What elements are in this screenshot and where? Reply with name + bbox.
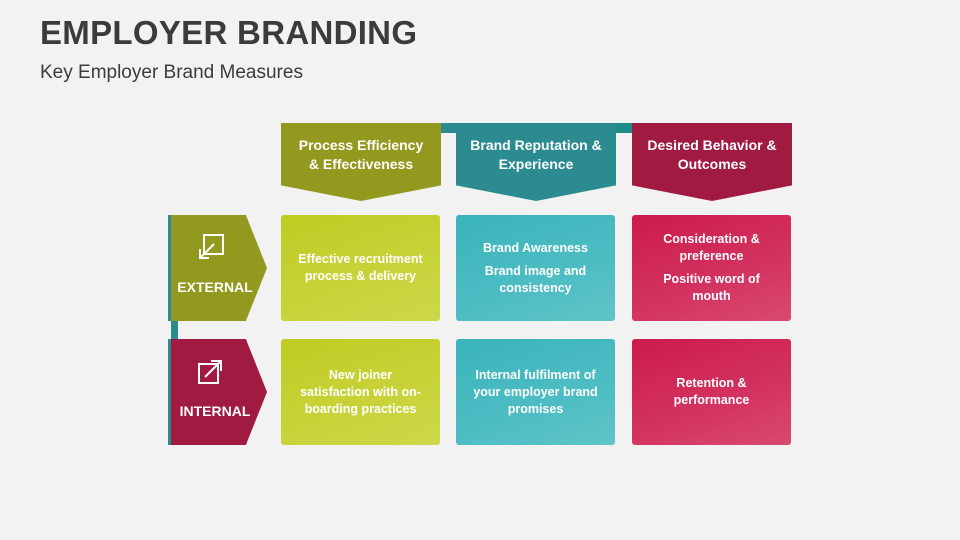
arrow-in-corner-icon bbox=[199, 234, 224, 259]
row-label-text: EXTERNAL bbox=[177, 279, 253, 295]
row-label-internal: INTERNAL bbox=[171, 339, 267, 445]
header-connector-2 bbox=[615, 123, 632, 133]
cell-text: Brand Awareness bbox=[483, 240, 588, 255]
cell-external-outcomes: Consideration & preference Positive word… bbox=[632, 215, 791, 321]
cell-text: Retention & performance bbox=[673, 376, 750, 407]
cell-text: Consideration & preference bbox=[663, 232, 760, 263]
cell-text: New joiner satisfaction with on-boarding… bbox=[300, 367, 421, 416]
column-header-label: Process Efficiency & Effectiveness bbox=[298, 137, 424, 172]
column-header-label: Brand Reputation & Experience bbox=[470, 137, 602, 172]
row-bar-internal bbox=[168, 339, 172, 445]
column-header-label: Desired Behavior & Outcomes bbox=[647, 137, 777, 172]
column-header-outcomes: Desired Behavior & Outcomes bbox=[632, 123, 792, 201]
column-header-reputation: Brand Reputation & Experience bbox=[456, 123, 616, 201]
cell-text: Positive word of mouth bbox=[663, 272, 760, 303]
cell-external-process: Effective recruitment process & delivery bbox=[281, 215, 440, 321]
page-title: EMPLOYER BRANDING bbox=[40, 14, 418, 51]
header-connector-1 bbox=[439, 123, 456, 133]
cell-internal-outcomes: Retention & performance bbox=[632, 339, 791, 445]
cell-text: Effective recruitment process & delivery bbox=[298, 252, 423, 283]
row-bar-external bbox=[168, 215, 172, 321]
cell-external-reputation: Brand Awareness Brand image and consiste… bbox=[456, 215, 615, 321]
arrow-out-corner-icon bbox=[198, 360, 222, 384]
cell-text: Internal fulfilment of your employer bra… bbox=[473, 367, 598, 416]
row-label-text: INTERNAL bbox=[179, 403, 251, 419]
row-bar-gap bbox=[171, 321, 178, 339]
cell-text: Brand image and consistency bbox=[484, 263, 587, 295]
row-label-external: EXTERNAL bbox=[171, 215, 267, 321]
cell-internal-reputation: Internal fulfilment of your employer bra… bbox=[456, 339, 615, 445]
cell-internal-process: New joiner satisfaction with on-boarding… bbox=[281, 339, 440, 445]
page-subtitle: Key Employer Brand Measures bbox=[40, 62, 303, 83]
column-header-process: Process Efficiency & Effectiveness bbox=[281, 123, 441, 201]
